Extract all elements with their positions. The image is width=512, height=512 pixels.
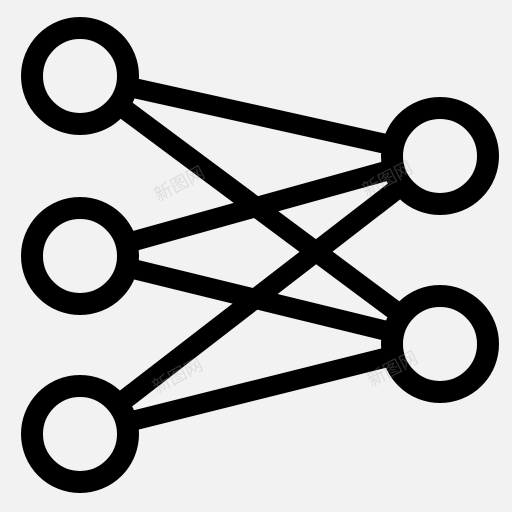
input-node-bottom [21,375,139,493]
connection-line [70,146,450,266]
connection-line [70,334,450,444]
connection-line [70,66,450,166]
input-layer [21,17,139,493]
connections [70,66,450,444]
input-node-middle [21,197,139,315]
input-node-top [21,17,139,135]
output-node-bottom [381,285,499,403]
output-layer [381,97,499,403]
output-node-top [381,97,499,215]
connection-line [70,146,450,444]
